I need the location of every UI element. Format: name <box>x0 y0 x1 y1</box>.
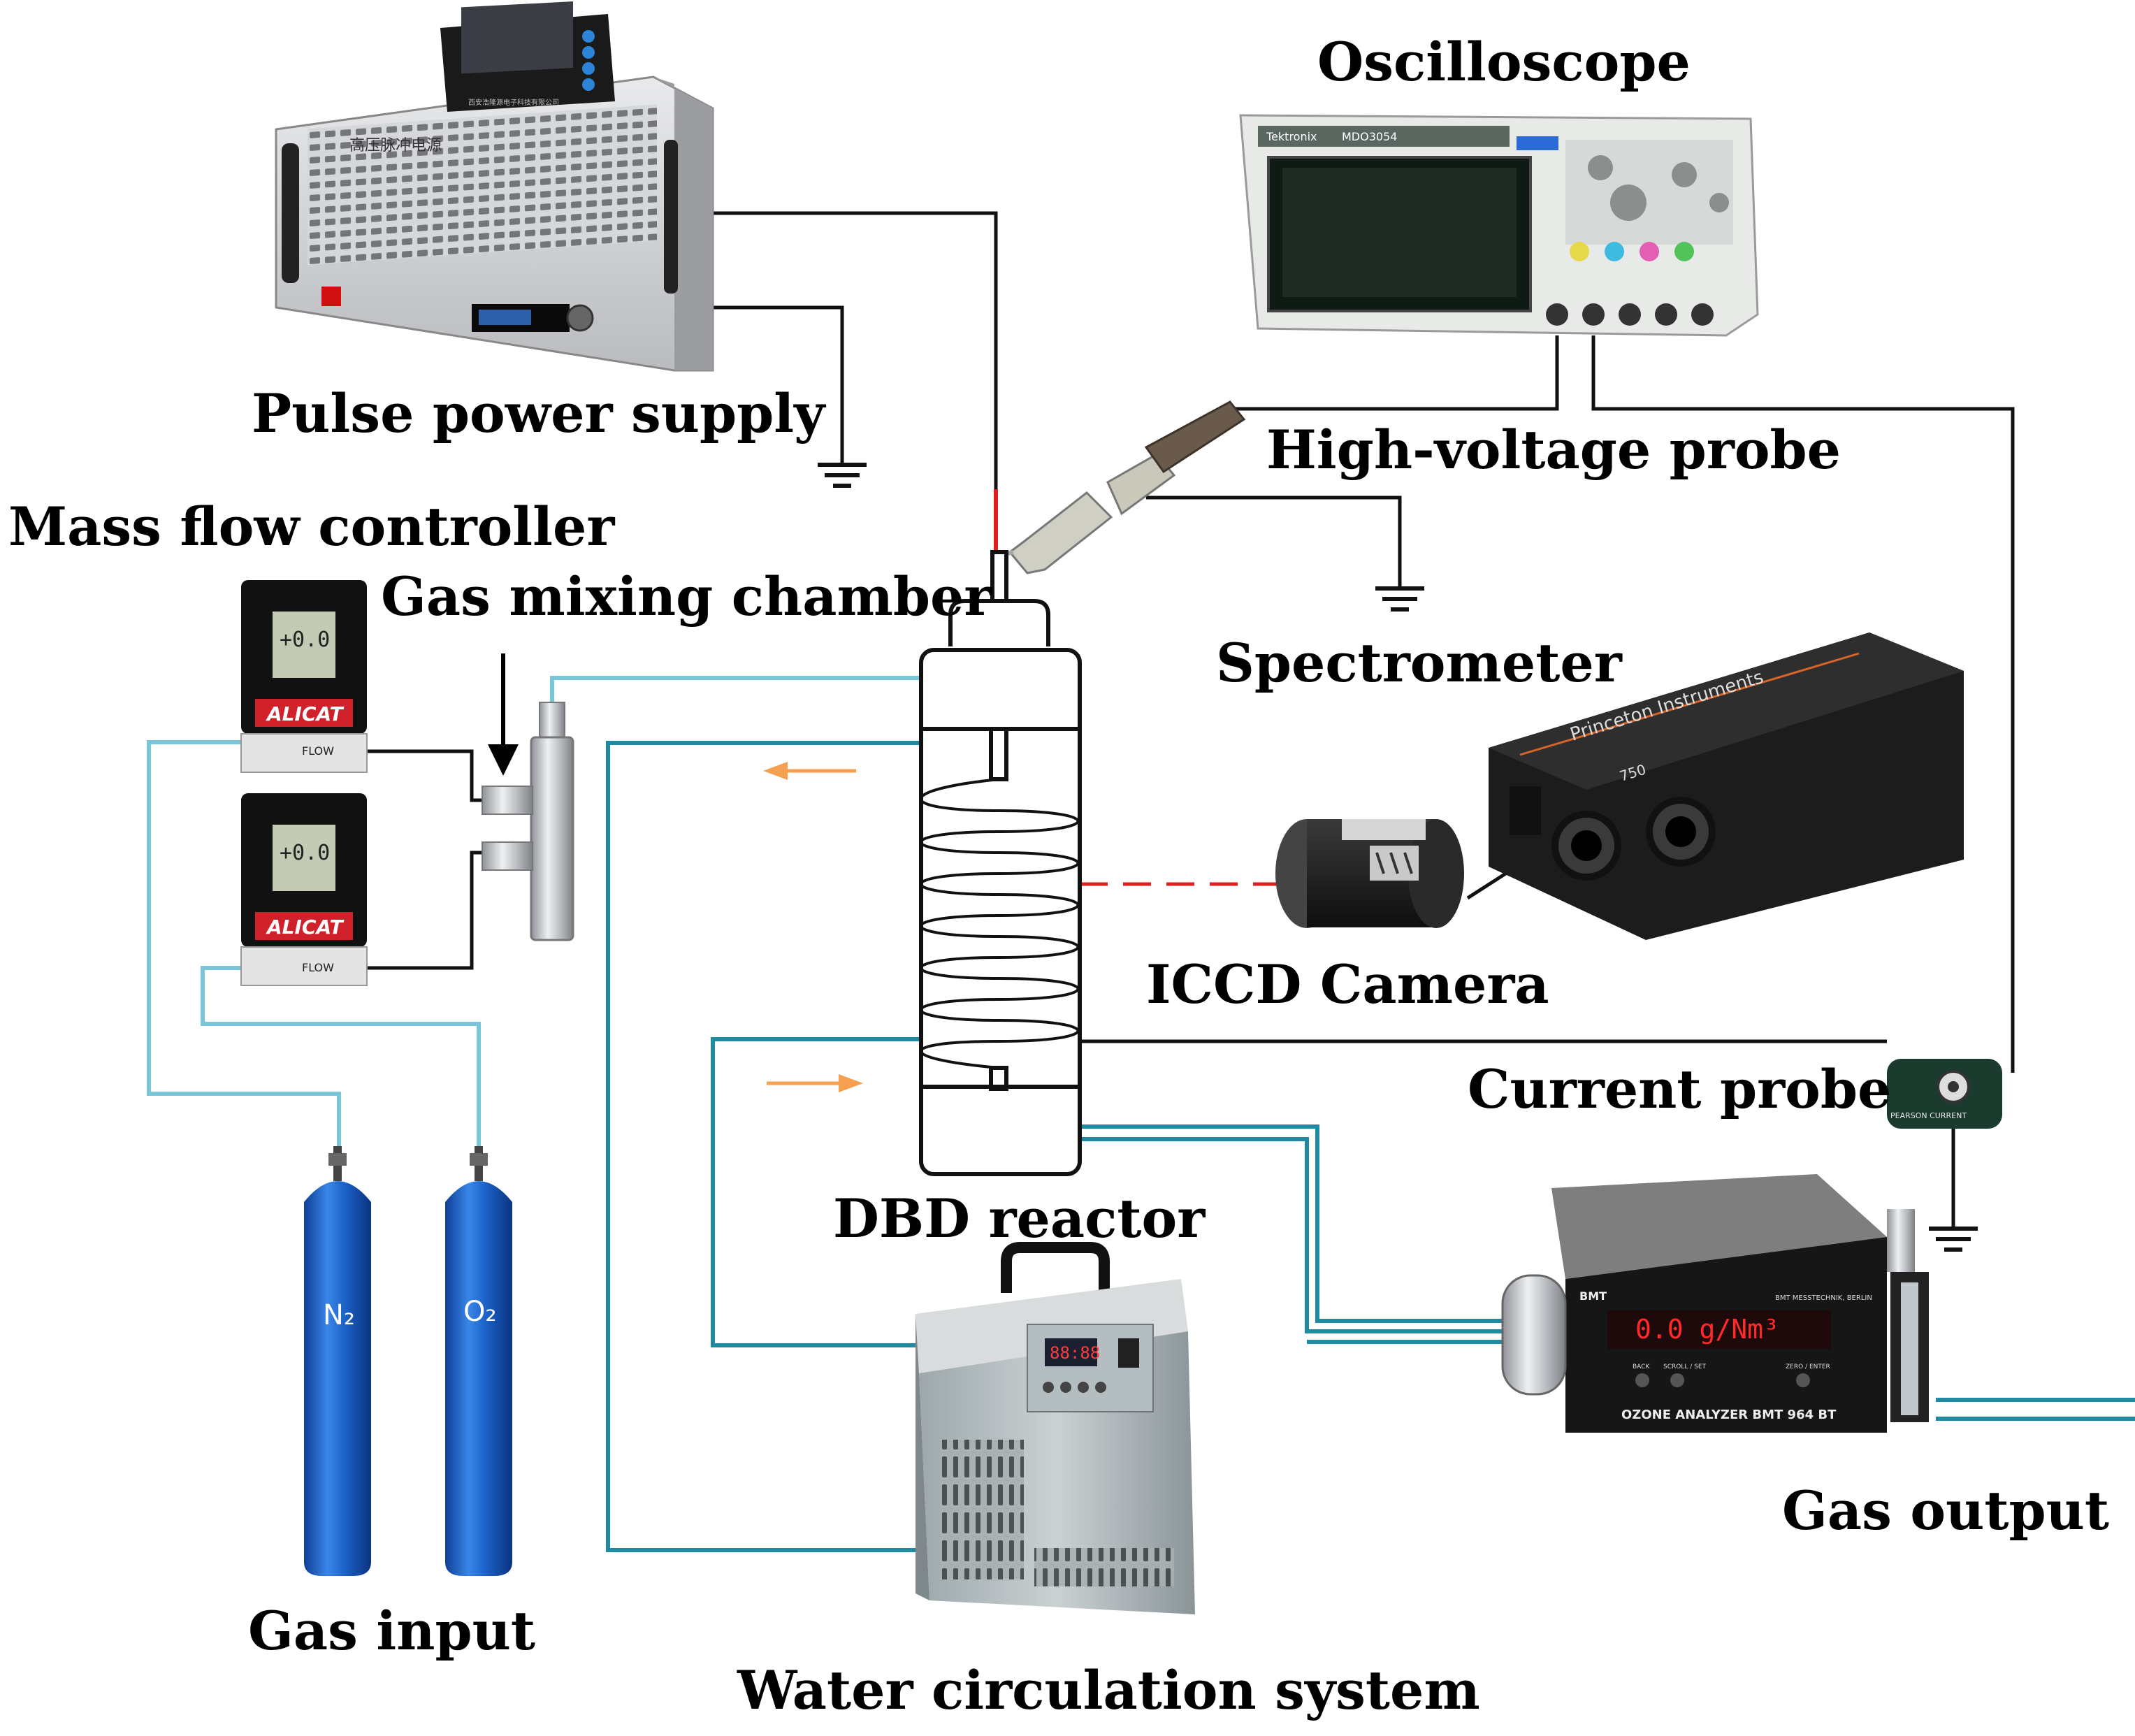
iccd-camera <box>1275 819 1464 928</box>
water-chiller: 88:88 <box>915 1242 1195 1614</box>
mfc2-brand: ALICAT <box>266 916 344 939</box>
ozone-back-label: BACK <box>1633 1364 1650 1370</box>
label-gas-output: Gas output <box>1782 1480 2109 1542</box>
oscilloscope: Tektronix MDO3054 <box>1239 114 1759 337</box>
label-mass-flow-controller: Mass flow controller <box>8 496 615 558</box>
mfc-2: +0.0 ALICAT FLOW <box>240 793 368 986</box>
gas-outlet-line-a <box>1080 1124 1506 1323</box>
label-iccd-camera: ICCD Camera <box>1146 953 1549 1015</box>
mfc-1: +0.0 ALICAT FLOW <box>240 580 368 773</box>
gas-mixing-chamber <box>482 702 574 941</box>
label-gas-mixing-chamber: Gas mixing chamber <box>381 565 992 628</box>
o2-label: O₂ <box>463 1296 497 1328</box>
mfc1-display: +0.0 <box>280 628 330 652</box>
ozone-buttons <box>1635 1373 1810 1387</box>
ozone-zero-label: ZERO / ENTER <box>1786 1364 1830 1370</box>
mfc1-outlet-wire <box>367 749 489 802</box>
cylinder-o2: O₂ <box>445 1146 512 1576</box>
label-water-circulation-system: Water circulation system <box>737 1659 1480 1721</box>
water-inlet-line <box>711 1037 921 1347</box>
label-dbd-reactor: DBD reactor <box>833 1187 1206 1250</box>
ozone-scroll-label: SCROLL / SET <box>1663 1364 1707 1370</box>
scope-current-probe-wire <box>1591 335 2015 1073</box>
label-gas-input: Gas input <box>248 1600 535 1662</box>
oscilloscope-brand: Tektronix <box>1266 130 1317 143</box>
spectrometer: Princeton Instruments 750 <box>1489 632 1964 940</box>
pulse-power-supply: 高压脉冲电源 西安浩隆源电子科技有限公司 <box>275 1 714 372</box>
high-voltage-probe <box>999 400 1246 574</box>
channel-knobs <box>1570 242 1694 261</box>
controller-text: 西安浩隆源电子科技有限公司 <box>468 98 559 107</box>
mfc1-flow-label: FLOW <box>302 744 334 758</box>
labels: Pulse power supply Oscilloscope High-vol… <box>8 31 2109 1721</box>
water-out-arrow-icon <box>763 762 856 780</box>
ground-icon <box>818 463 867 488</box>
mfc2-flow-label: FLOW <box>302 961 334 974</box>
signal-wires <box>367 211 2015 1227</box>
water-lines <box>606 741 2135 1552</box>
ground-symbols <box>818 463 1978 1252</box>
cylinder-n2: N₂ <box>304 1146 371 1576</box>
ozone-model: OZONE ANALYZER BMT 964 BT <box>1621 1408 1837 1422</box>
ground-icon <box>1375 586 1424 612</box>
n2-label: N₂ <box>323 1299 355 1331</box>
gas-line-o2-to-mfc2 <box>201 966 481 1146</box>
current-probe-brand: PEARSON CURRENT <box>1890 1111 1967 1120</box>
water-in-arrow-icon <box>767 1074 863 1092</box>
label-current-probe: Current probe <box>1468 1058 1891 1120</box>
ozone-maker: BMT MESSTECHNIK, BERLIN <box>1775 1294 1872 1302</box>
ground-icon <box>1929 1227 1978 1252</box>
dbd-reactor <box>919 550 1082 1176</box>
label-pulse-power-supply: Pulse power supply <box>252 382 826 444</box>
bnc-connectors <box>1546 303 1714 326</box>
label-oscilloscope: Oscilloscope <box>1317 31 1691 93</box>
ozone-brand: BMT <box>1579 1289 1607 1303</box>
mfc1-brand: ALICAT <box>266 702 344 725</box>
mfc2-outlet-wire <box>367 851 489 970</box>
scope-hv-probe-wire <box>1233 335 1559 411</box>
ozone-analyzer: 0.0 g/Nm³ BMT BMT MESSTECHNIK, BERLIN BA… <box>1501 1174 1929 1433</box>
power-ground-wire <box>699 305 844 465</box>
ozone-display: 0.0 g/Nm³ <box>1635 1314 1779 1345</box>
oscilloscope-model: MDO3054 <box>1342 130 1397 143</box>
gas-lines <box>147 676 921 1146</box>
gas-outlet-line-b <box>1080 1137 1506 1333</box>
mixer-pointer-arrowhead-icon <box>488 744 519 776</box>
power-supply-brand: 高压脉冲电源 <box>349 137 442 154</box>
label-high-voltage-probe: High-voltage probe <box>1266 419 1841 481</box>
label-spectrometer: Spectrometer <box>1216 632 1623 694</box>
hv-wire <box>713 211 998 493</box>
gas-line-mixer-to-reactor <box>550 676 921 702</box>
mfc2-display: +0.0 <box>280 841 330 865</box>
current-probe: PEARSON CURRENT <box>1887 1059 2002 1129</box>
flow-arrows <box>763 762 863 1092</box>
gas-line-n2-to-mfc1 <box>147 740 341 1146</box>
water-outlet-line <box>606 741 921 1552</box>
reactor-coil <box>919 778 1080 1069</box>
chiller-display: 88:88 <box>1050 1343 1100 1363</box>
hv-probe-ground-wire <box>1146 496 1402 587</box>
